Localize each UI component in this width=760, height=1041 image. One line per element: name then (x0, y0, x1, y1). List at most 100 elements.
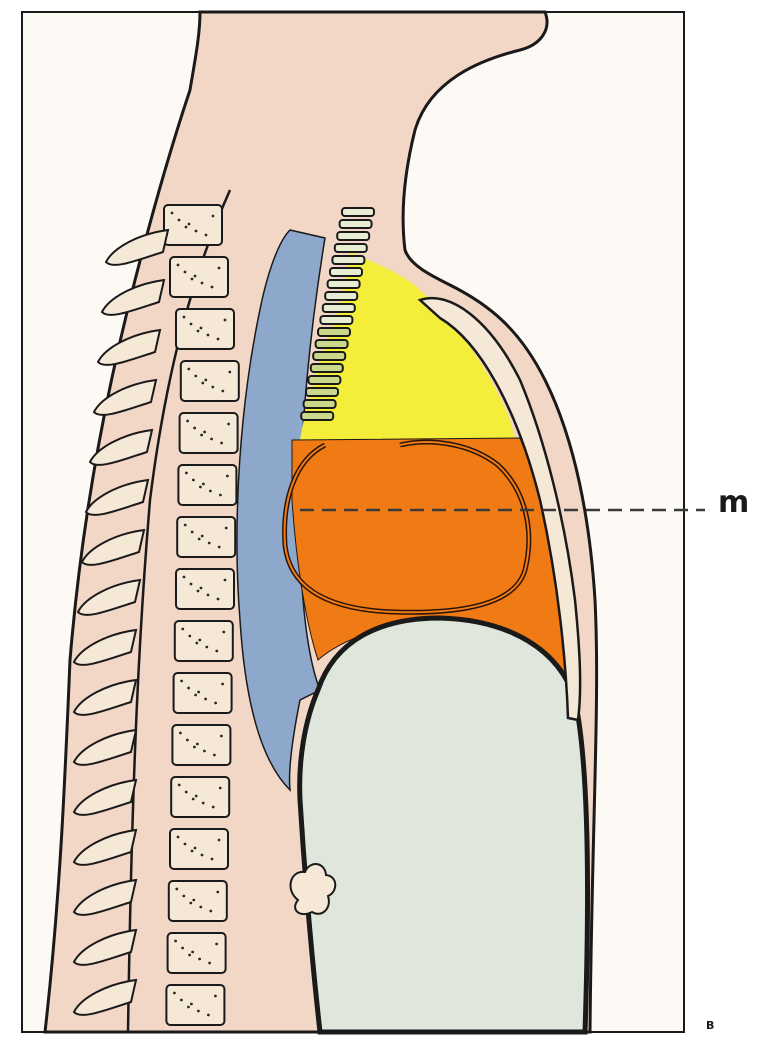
vertebra (175, 621, 233, 661)
vertebra-speckle (194, 847, 197, 850)
vertebra-speckle (204, 698, 207, 701)
vertebra-speckle (209, 910, 212, 913)
vertebra-speckle (171, 212, 174, 215)
vertebra-speckle (178, 784, 181, 787)
trachea-ring (337, 232, 369, 240)
vertebra-speckle (195, 230, 198, 233)
vertebra-speckle (185, 226, 188, 229)
vertebra-speckle (219, 787, 222, 790)
vertebra (174, 673, 232, 713)
vertebra-speckle (212, 215, 215, 218)
vertebra-speckle (209, 490, 212, 493)
trachea-ring (342, 208, 374, 216)
vertebra-speckle (181, 947, 184, 950)
vertebra (177, 517, 235, 557)
vertebra-speckle (185, 791, 188, 794)
vertebra-speckle (203, 431, 206, 434)
vertebra-speckle (211, 386, 214, 389)
trachea-ring (340, 220, 372, 228)
vertebra (176, 309, 234, 349)
vertebra-speckle (207, 1014, 210, 1017)
vertebra-speckle (204, 379, 207, 382)
vertebra-speckle (214, 995, 217, 998)
vertebra-speckle (218, 267, 221, 270)
vertebra (172, 725, 230, 765)
vertebra (168, 933, 226, 973)
vertebra-speckle (187, 1006, 190, 1009)
vertebra-speckle (178, 219, 181, 222)
trachea-ring (325, 292, 357, 300)
vertebra-speckle (208, 962, 211, 965)
vertebra-speckle (213, 754, 216, 757)
vertebra-speckle (224, 579, 227, 582)
vertebra-speckle (187, 368, 190, 371)
vertebra (180, 413, 238, 453)
vertebra-speckle (186, 420, 189, 423)
trachea-ring (301, 412, 333, 420)
vertebra-speckle (216, 891, 219, 894)
vertebra-speckle (194, 694, 197, 697)
vertebra-speckle (217, 338, 220, 341)
trachea-ring (335, 244, 367, 252)
vertebra-speckle (183, 316, 186, 319)
vertebra-speckle (187, 687, 190, 690)
vertebra-speckle (190, 1003, 193, 1006)
vertebra-speckle (180, 999, 183, 1002)
vertebra-speckle (181, 628, 184, 631)
vertebra-speckle (218, 839, 221, 842)
vertebra-speckle (200, 434, 203, 437)
vertebra-speckle (219, 494, 222, 497)
vertebra-speckle (190, 323, 193, 326)
vertebra-speckle (193, 427, 196, 430)
vertebra-speckle (196, 743, 199, 746)
vertebra-speckle (179, 732, 182, 735)
vertebra-speckle (215, 650, 218, 653)
vertebra-speckle (201, 382, 204, 385)
vertebra-speckle (201, 535, 204, 538)
trachea-ring (328, 280, 360, 288)
vertebra-speckle (177, 836, 180, 839)
vertebra-speckle (186, 739, 189, 742)
vertebra (171, 777, 229, 817)
trachea-ring (306, 388, 338, 396)
vertebra-speckle (208, 542, 211, 545)
vertebra-speckle (198, 958, 201, 961)
vertebra-speckle (174, 940, 177, 943)
vertebra-speckle (192, 798, 195, 801)
vertebra-speckle (205, 646, 208, 649)
vertebra-speckle (226, 475, 229, 478)
trachea-ring (311, 364, 343, 372)
vertebra-speckle (189, 902, 192, 905)
vertebra-speckle (195, 642, 198, 645)
vertebra-speckle (211, 858, 214, 861)
vertebra-speckle (227, 423, 230, 426)
vertebra-speckle (190, 583, 193, 586)
vertebra-speckle (185, 472, 188, 475)
vertebra-speckle (198, 538, 201, 541)
vertebra-speckle (191, 951, 194, 954)
vertebra-speckle (184, 524, 187, 527)
vertebra-speckle (224, 319, 227, 322)
vertebra (178, 465, 236, 505)
trachea-ring (330, 268, 362, 276)
vertebra-speckle (205, 234, 208, 237)
vertebra-speckle (191, 278, 194, 281)
vertebra-speckle (191, 531, 194, 534)
vertebra-speckle (203, 750, 206, 753)
vertebra (170, 829, 228, 869)
vertebra-speckle (228, 371, 231, 374)
vertebra-speckle (202, 802, 205, 805)
vertebra-speckle (212, 806, 215, 809)
vertebra-speckle (217, 598, 220, 601)
vertebra-speckle (195, 795, 198, 798)
vertebra-speckle (175, 888, 178, 891)
trachea-ring (332, 256, 364, 264)
trachea-ring (313, 352, 345, 360)
vertebra (169, 881, 227, 921)
vertebra-speckle (192, 899, 195, 902)
vertebra-speckle (200, 587, 203, 590)
vertebra (170, 257, 228, 297)
trachea-ring (304, 400, 336, 408)
